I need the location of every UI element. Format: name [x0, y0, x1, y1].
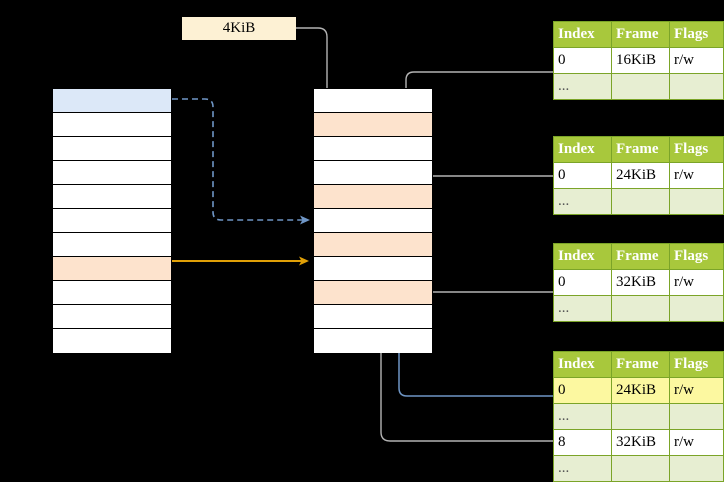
- virtual-page-row-1: [53, 113, 171, 137]
- cell-flags-1: [669, 73, 724, 100]
- cell-index-2: 8: [553, 429, 612, 456]
- cell-frame-1: [611, 295, 670, 322]
- column-header-flags: Flags: [669, 351, 724, 378]
- cell-flags-0: r/w: [669, 269, 724, 296]
- physical-frame-row-3: [314, 161, 432, 185]
- cell-frame-1: [611, 403, 670, 430]
- cell-frame-0: 24KiB: [611, 377, 670, 404]
- cell-index-1: ...: [553, 403, 612, 430]
- column-header-frame: Frame: [611, 136, 670, 163]
- virtual-page-row-2: [53, 137, 171, 161]
- virtual-page-row-7: [53, 257, 171, 281]
- table-ellipsis-row: ...: [553, 73, 724, 100]
- physical-frame-row-4: [314, 185, 432, 209]
- column-header-index: Index: [553, 21, 612, 48]
- physical-frame-row-10: [314, 329, 432, 353]
- virtual-address-space-column: [52, 88, 172, 353]
- cell-flags-1: [669, 403, 724, 430]
- cell-frame-1: [611, 73, 670, 100]
- cell-index-1: ...: [553, 295, 612, 322]
- physical-frame-row-7: [314, 257, 432, 281]
- virtual-page-row-3: [53, 161, 171, 185]
- cell-index-0: 0: [553, 269, 612, 296]
- cell-index-0: 0: [553, 47, 612, 74]
- physical-frame-row-5: [314, 209, 432, 233]
- physical-memory-column: [313, 88, 433, 353]
- cell-flags-0: r/w: [669, 377, 724, 404]
- column-header-frame: Frame: [611, 243, 670, 270]
- cell-flags-2: r/w: [669, 429, 724, 456]
- column-header-index: Index: [553, 243, 612, 270]
- column-header-flags: Flags: [669, 243, 724, 270]
- virtual-page-row-0: [53, 89, 171, 113]
- column-header-index: Index: [553, 136, 612, 163]
- cell-frame-3: [611, 455, 670, 482]
- virtual-page-row-4: [53, 185, 171, 209]
- cell-frame-2: 32KiB: [611, 429, 670, 456]
- virtual-page-row-6: [53, 233, 171, 257]
- cell-flags-1: [669, 295, 724, 322]
- cell-flags-3: [669, 455, 724, 482]
- virtual-page-row-9: [53, 305, 171, 329]
- physical-frame-row-0: [314, 89, 432, 113]
- table-ellipsis-row: ...: [553, 295, 724, 322]
- physical-frame-row-6: [314, 233, 432, 257]
- physical-frame-row-1: [314, 113, 432, 137]
- cell-index-3: ...: [553, 455, 612, 482]
- virtual-page-row-10: [53, 329, 171, 353]
- column-header-frame: Frame: [611, 21, 670, 48]
- virtual-page-row-8: [53, 281, 171, 305]
- cell-flags-0: r/w: [669, 162, 724, 189]
- column-header-flags: Flags: [669, 21, 724, 48]
- column-header-flags: Flags: [669, 136, 724, 163]
- cell-frame-0: 16KiB: [611, 47, 670, 74]
- frame-size-label: 4KiB: [182, 17, 296, 40]
- column-header-index: Index: [553, 351, 612, 378]
- table-ellipsis-row: ...: [553, 188, 724, 215]
- cell-index-0: 0: [553, 377, 612, 404]
- cell-index-0: 0: [553, 162, 612, 189]
- cell-flags-1: [669, 188, 724, 215]
- physical-frame-row-2: [314, 137, 432, 161]
- cell-flags-0: r/w: [669, 47, 724, 74]
- virtual-page-row-5: [53, 209, 171, 233]
- column-header-frame: Frame: [611, 351, 670, 378]
- physical-frame-row-9: [314, 305, 432, 329]
- table-ellipsis-row: ...: [553, 403, 724, 430]
- cell-index-1: ...: [553, 73, 612, 100]
- table-ellipsis-row: ...: [553, 455, 724, 482]
- cell-index-1: ...: [553, 188, 612, 215]
- cell-frame-1: [611, 188, 670, 215]
- cell-frame-0: 24KiB: [611, 162, 670, 189]
- cell-frame-0: 32KiB: [611, 269, 670, 296]
- wire-virt-to-phys-dashed: [172, 98, 310, 225]
- physical-frame-row-8: [314, 281, 432, 305]
